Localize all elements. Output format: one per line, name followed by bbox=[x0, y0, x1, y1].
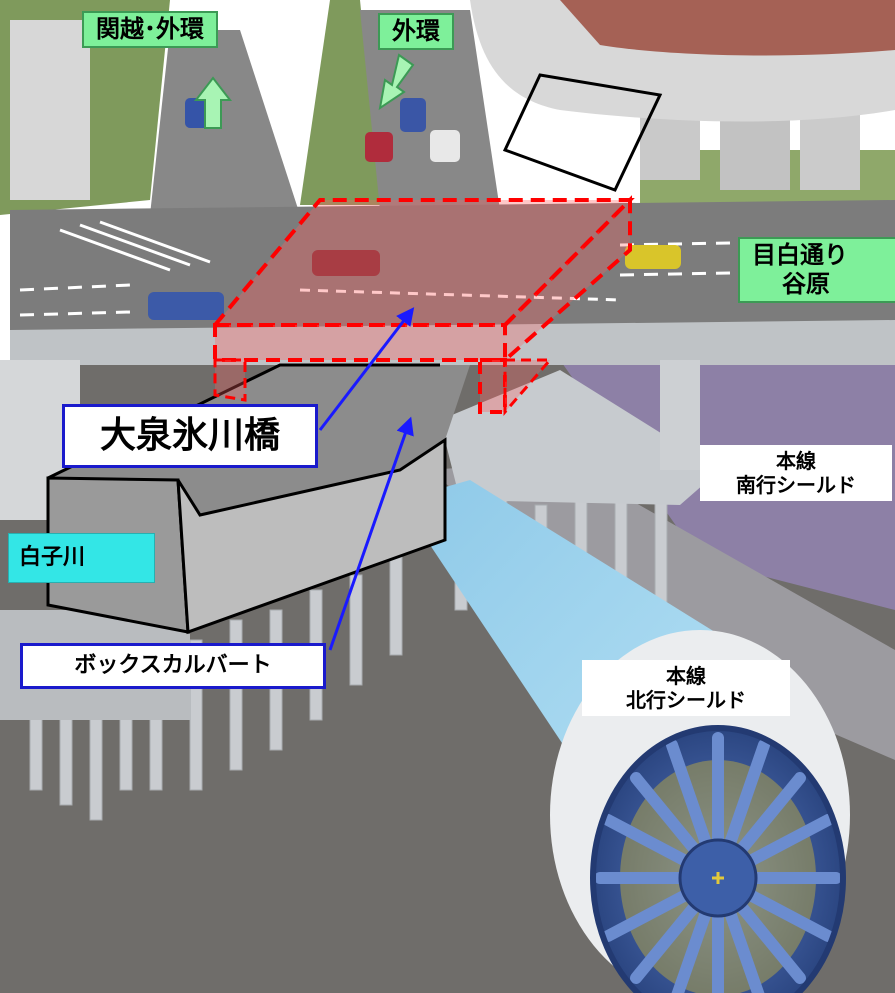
label-yahara-line2: 谷原 bbox=[782, 269, 830, 298]
opening-outline bbox=[502, 73, 663, 192]
car-dark-red bbox=[312, 250, 380, 276]
car-yellow bbox=[625, 245, 681, 269]
building-left bbox=[10, 20, 90, 200]
label-south-shield-line2: 南行シールド bbox=[736, 473, 856, 497]
label-north-shield-line2: 北行シールド bbox=[626, 688, 746, 712]
arrow-down-icon bbox=[378, 53, 415, 111]
car-red bbox=[365, 132, 393, 162]
label-north-shield-line1: 本線 bbox=[666, 664, 706, 688]
label-box-culvert: ボックスカルバート bbox=[20, 643, 326, 689]
bridge-pier bbox=[660, 360, 700, 470]
ramp-road-right bbox=[360, 10, 500, 210]
car-blue bbox=[400, 98, 426, 132]
shield-cutter-face bbox=[590, 725, 846, 993]
label-oizumi-hikawa-bridge: 大泉氷川橋 bbox=[62, 404, 318, 468]
label-gaikan: 外環 bbox=[378, 13, 454, 50]
bridge-highlight bbox=[210, 195, 635, 417]
leader-arrows bbox=[318, 307, 415, 651]
car-white bbox=[430, 130, 460, 162]
label-south-shield-line1: 本線 bbox=[776, 449, 816, 473]
label-south-shield: 本線 南行シールド bbox=[700, 445, 892, 501]
grass-area-center bbox=[300, 0, 380, 205]
arrow-up-icon bbox=[193, 76, 233, 129]
label-mejiro-yahara: 目白通り 谷原 bbox=[738, 237, 895, 303]
label-kanetsu-gaikan: 関越･外環 bbox=[82, 11, 218, 48]
car-blue bbox=[148, 292, 224, 320]
label-north-shield: 本線 北行シールド bbox=[582, 660, 790, 716]
elevated-road-surface bbox=[560, 0, 895, 56]
road-deck-edge bbox=[10, 320, 895, 365]
ramp-road-left bbox=[150, 30, 300, 215]
label-shirako-river: 白子川 bbox=[8, 533, 155, 583]
label-mejiro-line1: 目白通り bbox=[752, 241, 848, 269]
bridge-abutment bbox=[440, 370, 720, 505]
